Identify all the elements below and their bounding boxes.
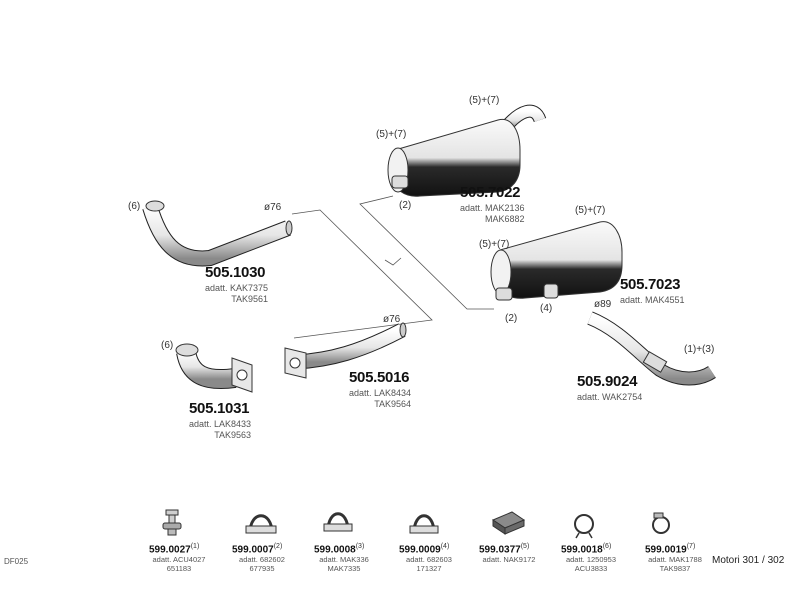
u-clamp-icon (323, 512, 353, 532)
part-505-7023: 505.7023 adatt. MAK4551 (620, 276, 685, 306)
callout-ref: (6) (161, 340, 174, 351)
hardware-599-0018: 599.0018(6) adatt. 1250953 ACU3833 (561, 543, 621, 573)
hardware-599-0009: 599.0009(4) adatt. 682603 171327 (399, 543, 459, 573)
rubber-mount-icon (491, 511, 526, 535)
part-number: 505.7023 (620, 276, 681, 293)
part-505-1030: 505.1030 adatt. KAK7375 TAK9561 (205, 264, 268, 305)
part-sub-1: adatt. LAK8434 (349, 388, 412, 398)
elbow-pipe-505-1031 (175, 343, 253, 393)
part-sub-1: adatt. KAK7375 (205, 283, 269, 293)
part-sub-1: adatt. LAK8433 (189, 419, 252, 429)
front-pipe-505-1030 (142, 200, 293, 267)
intermediate-pipe-505-5016 (284, 322, 407, 379)
callout-diameter: ø89 (594, 299, 612, 310)
u-clamp-icon (409, 514, 439, 534)
hardware-599-0008: 599.0008(3) adatt. MAK336 MAK7335 (314, 543, 374, 573)
hardware-sub-1: adatt. NAK9172 (482, 555, 536, 565)
hardware-ref: (1) (190, 543, 200, 550)
callout-ref: (6) (128, 201, 141, 212)
connection-lines (291, 195, 494, 339)
hardware-sub-2: MAK7335 (327, 564, 361, 574)
hardware-sub-2: 651183 (166, 564, 192, 574)
hardware-sub-2: TAK9837 (659, 564, 691, 574)
hardware-599-0019: 599.0019(7) adatt. MAK1788 TAK9837 (645, 543, 705, 573)
muffler-505-7023 (490, 221, 623, 301)
hardware-sub-1: adatt. ACU4027 (152, 555, 206, 565)
hardware-sub-1: adatt. MAK1788 (648, 555, 702, 565)
callout-diameter: ø76 (383, 314, 401, 325)
hardware-ref: (3) (355, 543, 365, 550)
hardware-ref: (2) (273, 543, 283, 550)
callout-diameter: ø76 (264, 202, 282, 213)
part-number: 505.1031 (189, 400, 250, 417)
bolt-icon (162, 509, 182, 536)
hardware-sub-2: 171327 (416, 564, 442, 574)
part-sub-1: adatt. MAK2136 (460, 203, 525, 213)
part-505-9024: 505.9024 adatt. WAK2754 (577, 373, 642, 403)
hardware-number: 599.0007 (232, 544, 274, 556)
footer-note: Motori 301 / 302 (712, 555, 785, 566)
hardware-number: 599.0377 (479, 544, 521, 556)
callout-ref: (2) (399, 200, 412, 211)
callout-ref: (2) (505, 313, 518, 324)
hardware-sub-1: adatt. 682602 (239, 555, 285, 565)
diagram-code: DF025 (4, 557, 29, 566)
part-505-7022: 505.7022 adatt. MAK2136 MAK6882 (460, 184, 525, 225)
hardware-number: 599.0009 (399, 544, 441, 556)
tail-pipe-505-9024 (587, 311, 716, 386)
hardware-sub-1: adatt. 1250953 (565, 555, 617, 565)
part-sub-1: adatt. WAK2754 (577, 392, 643, 402)
hardware-sub-2: 677935 (249, 564, 275, 574)
callout-ref: (1)+(3) (684, 344, 715, 355)
part-sub-2: TAK9561 (231, 294, 269, 304)
callout-ref: (5)+(7) (376, 129, 407, 140)
hardware-number: 599.0019 (645, 544, 687, 556)
part-505-1031: 505.1031 adatt. LAK8433 TAK9563 (189, 400, 251, 441)
hardware-599-0007: 599.0007(2) adatt. 682602 677935 (232, 543, 292, 573)
part-505-5016: 505.5016 adatt. LAK8434 TAK9564 (349, 369, 411, 410)
hardware-number: 599.0008 (314, 544, 356, 556)
callout-ref: (4) (540, 303, 553, 314)
part-number: 505.5016 (349, 369, 410, 386)
hardware-number: 599.0027 (149, 544, 191, 556)
part-number: 505.7022 (460, 184, 521, 201)
hardware-sub-1: adatt. 682603 (406, 555, 452, 565)
gasket-ring-icon (574, 514, 594, 539)
hardware-sub-2: ACU3833 (574, 564, 608, 574)
muffler-505-7022 (387, 104, 547, 197)
part-sub-2: TAK9564 (374, 399, 412, 409)
hardware-sub-1: adatt. MAK336 (319, 555, 369, 565)
part-sub-1: adatt. MAK4551 (620, 295, 685, 305)
part-sub-2: TAK9563 (214, 430, 252, 440)
hardware-599-0377: 599.0377(5) adatt. NAK9172 (479, 543, 539, 564)
hardware-number: 599.0018 (561, 544, 603, 556)
part-number: 505.1030 (205, 264, 266, 281)
hardware-599-0027: 599.0027(1) adatt. ACU4027 651183 (149, 543, 209, 573)
part-sub-2: MAK6882 (485, 214, 525, 224)
hardware-ref: (4) (440, 543, 450, 550)
hardware-ref: (7) (686, 543, 696, 550)
callout-ref: (5)+(7) (479, 239, 510, 250)
u-clamp-icon (245, 514, 277, 534)
hardware-ref: (5) (520, 543, 530, 550)
hardware-ref: (6) (602, 543, 612, 550)
hose-clamp-icon (652, 512, 670, 534)
callout-ref: (5)+(7) (469, 95, 500, 106)
callout-ref: (5)+(7) (575, 205, 606, 216)
part-number: 505.9024 (577, 373, 638, 390)
